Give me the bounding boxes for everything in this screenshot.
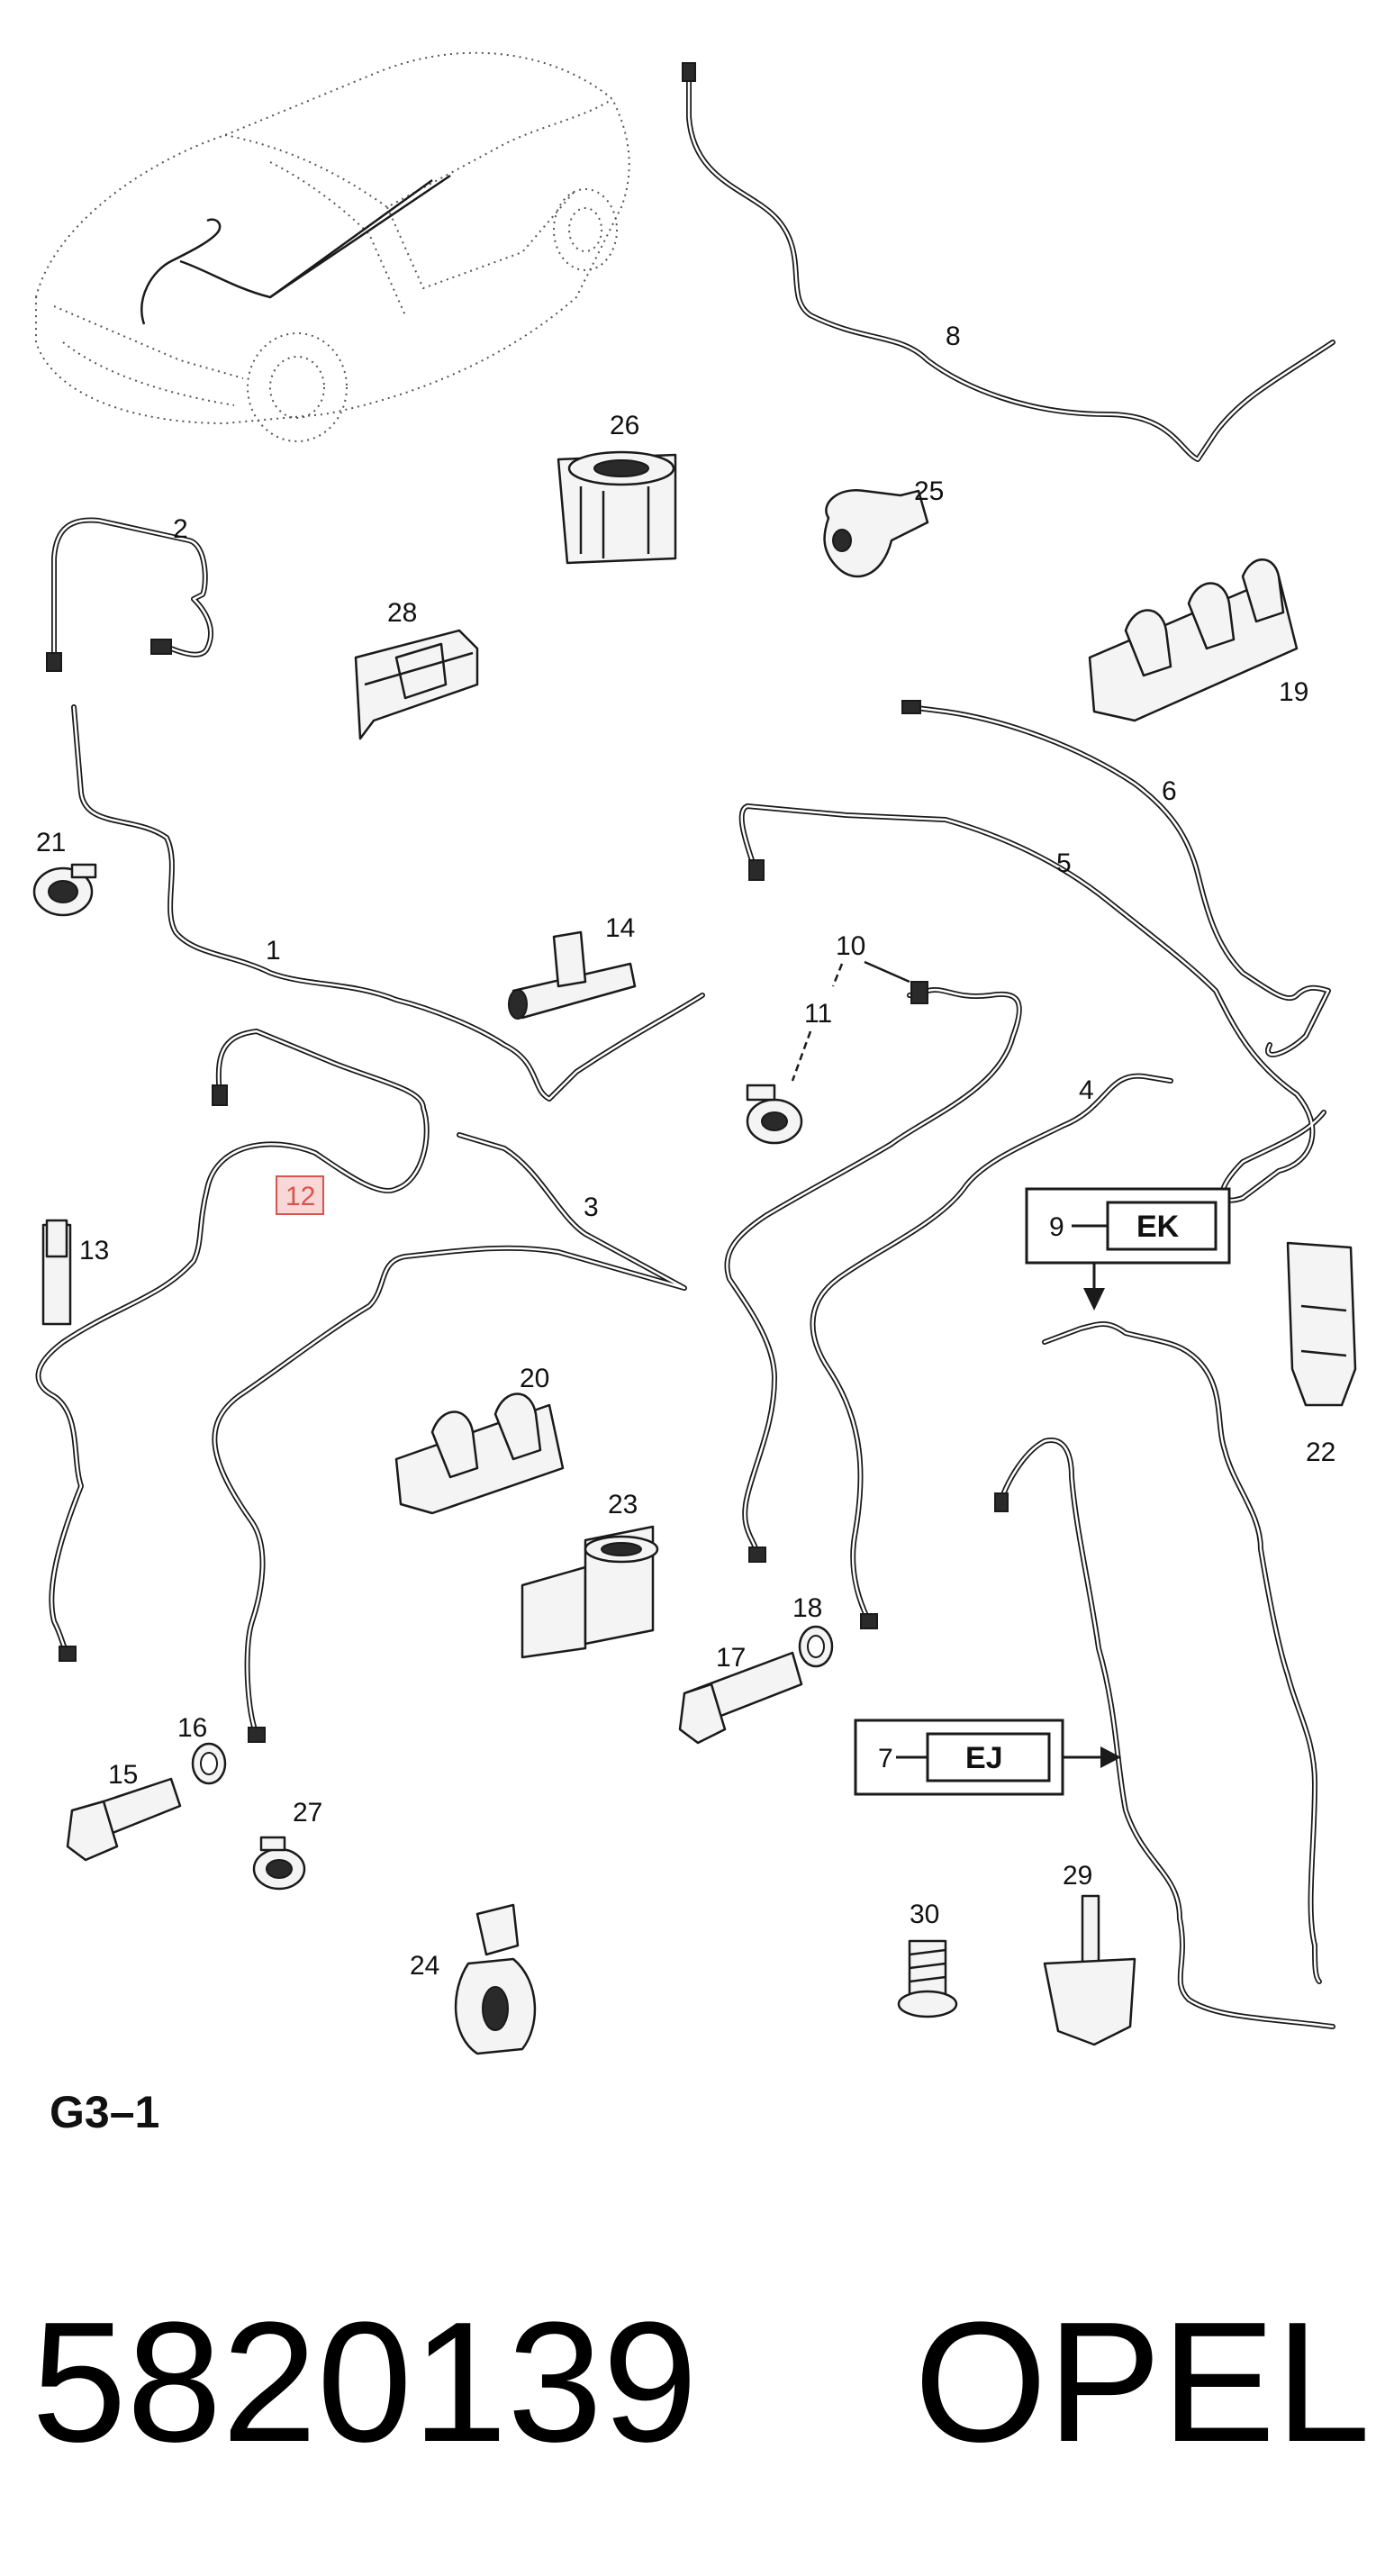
part-18-washer bbox=[798, 1625, 834, 1668]
part-23-clip bbox=[521, 1525, 659, 1659]
part-number: 5820139 bbox=[32, 2287, 698, 2478]
diagram-code: G3–1 bbox=[50, 2087, 159, 2137]
brand-name: OPEL bbox=[914, 2287, 1371, 2478]
part-20-clip bbox=[394, 1392, 565, 1515]
part-22-clip bbox=[1286, 1241, 1357, 1407]
callout-6: 6 bbox=[1162, 776, 1177, 806]
callout-15: 15 bbox=[108, 1760, 138, 1790]
callout-2: 2 bbox=[173, 514, 188, 544]
callout-19: 19 bbox=[1279, 677, 1308, 707]
part-29-rivet bbox=[1043, 1894, 1136, 2046]
pipe-2 bbox=[46, 517, 213, 672]
callout-12: 12 bbox=[285, 1182, 315, 1211]
vehicle-outline bbox=[35, 51, 630, 442]
callout-3: 3 bbox=[584, 1193, 599, 1222]
pipe-6 bbox=[901, 700, 1331, 1057]
callout-14: 14 bbox=[605, 913, 635, 943]
callout-7: 7 bbox=[878, 1744, 893, 1773]
part-27-clamp bbox=[252, 1836, 306, 1891]
part-11-clamp bbox=[746, 1084, 803, 1145]
part-15-bolt bbox=[66, 1777, 182, 1862]
pipe-3 bbox=[212, 1132, 687, 1743]
callout-30: 30 bbox=[910, 1900, 939, 1929]
callout-28: 28 bbox=[387, 598, 417, 628]
part-26-sleeve bbox=[557, 450, 677, 565]
part-19-clip bbox=[1088, 558, 1299, 722]
ref-box-ek: 9 EK bbox=[1025, 1187, 1231, 1311]
part-21-clamp bbox=[32, 863, 97, 917]
callout-8: 8 bbox=[946, 322, 961, 351]
part-24-clip bbox=[454, 1903, 537, 2055]
callout-29: 29 bbox=[1063, 1861, 1092, 1891]
pipe-9 bbox=[1042, 1321, 1322, 1984]
callout-21: 21 bbox=[36, 828, 66, 857]
part-14-tee bbox=[508, 930, 637, 1020]
callout-20: 20 bbox=[520, 1364, 549, 1393]
callout-9: 9 bbox=[1049, 1212, 1064, 1242]
callout-1: 1 bbox=[266, 936, 281, 966]
pipe-12 bbox=[35, 1029, 430, 1662]
part-13-connector bbox=[41, 1219, 72, 1326]
part-16-washer bbox=[191, 1742, 227, 1785]
callout-23: 23 bbox=[608, 1490, 638, 1519]
ref-label-ek: EK bbox=[1136, 1210, 1180, 1244]
callout-27: 27 bbox=[293, 1798, 322, 1828]
ref-box-ej: 7 EJ bbox=[854, 1719, 1121, 1796]
callout-18: 18 bbox=[792, 1593, 822, 1623]
callout-26: 26 bbox=[610, 411, 639, 440]
callout-22: 22 bbox=[1306, 1438, 1335, 1467]
callout-24: 24 bbox=[410, 1951, 439, 1981]
pipe-5 bbox=[738, 803, 1326, 1203]
ref-label-ej: EJ bbox=[965, 1741, 1003, 1775]
callout-12-highlight: 12 bbox=[276, 1175, 324, 1215]
pipe-10 bbox=[724, 981, 1022, 1563]
callout-4: 4 bbox=[1079, 1075, 1094, 1105]
pipe-8 bbox=[682, 62, 1335, 462]
callout-16: 16 bbox=[177, 1713, 207, 1743]
part-30-screw bbox=[897, 1939, 958, 2018]
callout-25: 25 bbox=[914, 476, 944, 506]
callout-10: 10 bbox=[836, 931, 865, 961]
callout-17: 17 bbox=[716, 1643, 746, 1673]
pipe-4 bbox=[810, 1073, 1173, 1629]
part-28-bracket bbox=[354, 629, 479, 740]
callout-11: 11 bbox=[804, 999, 832, 1029]
pipe-1 bbox=[71, 704, 705, 1102]
part-25-clip bbox=[823, 488, 929, 578]
callout-13: 13 bbox=[79, 1236, 109, 1265]
callout-5: 5 bbox=[1056, 848, 1072, 878]
part-17-bolt bbox=[678, 1651, 803, 1745]
